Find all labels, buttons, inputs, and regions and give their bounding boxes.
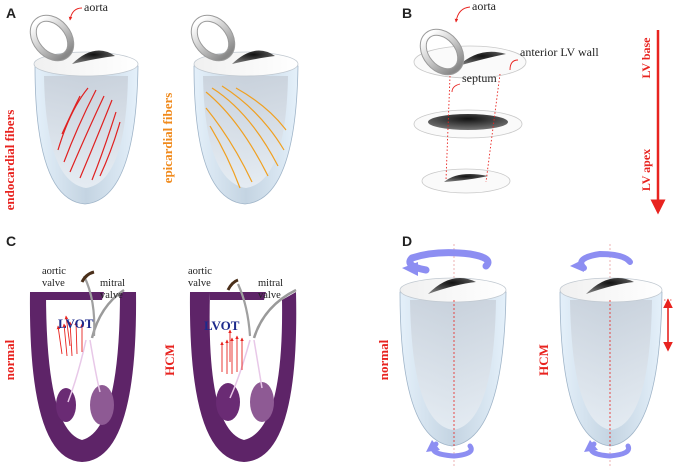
heart-normal bbox=[29, 270, 137, 462]
normal-label-c: normal bbox=[2, 339, 17, 380]
aorta-ring-b bbox=[419, 28, 465, 76]
hcm-label-c: HCM bbox=[162, 344, 177, 376]
hcm-label-d: HCM bbox=[536, 344, 551, 376]
mitral-valve-label-normal-2: valve bbox=[100, 290, 123, 301]
aortic-valve-label-normal-2: valve bbox=[42, 278, 65, 289]
aorta-ring-right bbox=[190, 14, 236, 62]
lvot-label-hcm: LVOT bbox=[204, 318, 240, 333]
aorta-pointer-a bbox=[68, 7, 83, 21]
aortic-valve-label-hcm-1: aortic bbox=[188, 266, 212, 277]
aortic-valve-label-normal-1: aortic bbox=[42, 266, 66, 277]
aorta-pointer-b bbox=[454, 6, 471, 23]
epicardial-fiber-lines bbox=[205, 85, 287, 189]
septum-label: septum bbox=[462, 71, 497, 85]
panel-d-letter: D bbox=[402, 233, 412, 249]
panel-c-letter: C bbox=[6, 233, 16, 249]
anterior-wall-label: anterior LV wall bbox=[520, 45, 599, 59]
lvot-flow-arrows-normal bbox=[56, 315, 84, 357]
endocardial-label: endocardial fibers bbox=[2, 110, 17, 211]
apex-slice bbox=[421, 168, 511, 194]
panel-c: C aortic valve mitral valve LVOT bbox=[2, 233, 297, 462]
mitral-valve-label-hcm-1: mitral bbox=[258, 278, 283, 289]
slice-connectors bbox=[445, 73, 501, 183]
base-cavity bbox=[458, 51, 506, 66]
apex-cavity bbox=[444, 174, 488, 182]
lv-epicardial bbox=[190, 14, 299, 205]
lv-normal-twist bbox=[399, 244, 507, 466]
septum-pointer bbox=[451, 83, 461, 93]
panel-b: B aorta anterior LV wall septum LV base … bbox=[402, 0, 666, 215]
mid-cavity bbox=[428, 114, 508, 130]
lvot-label-normal: LVOT bbox=[58, 316, 94, 331]
panel-b-letter: B bbox=[402, 5, 412, 21]
aorta-label-b: aorta bbox=[472, 0, 497, 13]
heart-hcm bbox=[189, 278, 297, 462]
lv-base-label: LV base bbox=[639, 37, 653, 79]
endocardial-fiber-lines bbox=[57, 87, 121, 181]
wall-pointer bbox=[509, 59, 519, 71]
mitral-valve-label-hcm-2: valve bbox=[258, 290, 281, 301]
lv-hcm-twist bbox=[559, 244, 673, 466]
aorta-label-a: aorta bbox=[84, 0, 109, 14]
normal-label-d: normal bbox=[376, 339, 391, 380]
epicardial-label: epicardial fibers bbox=[160, 93, 175, 184]
panel-d: D normal bbox=[376, 233, 673, 466]
lvot-flow-arrows-hcm bbox=[220, 329, 244, 374]
lv-endocardial bbox=[29, 14, 139, 205]
aorta-ring-left bbox=[29, 14, 75, 62]
mitral-valve-label-normal-1: mitral bbox=[100, 278, 125, 289]
panel-a-letter: A bbox=[6, 5, 16, 21]
lv-apex-label: LV apex bbox=[639, 149, 653, 191]
panel-a: A aorta endocardial fibers bbox=[2, 0, 299, 211]
aortic-valve-label-hcm-2: valve bbox=[188, 278, 211, 289]
